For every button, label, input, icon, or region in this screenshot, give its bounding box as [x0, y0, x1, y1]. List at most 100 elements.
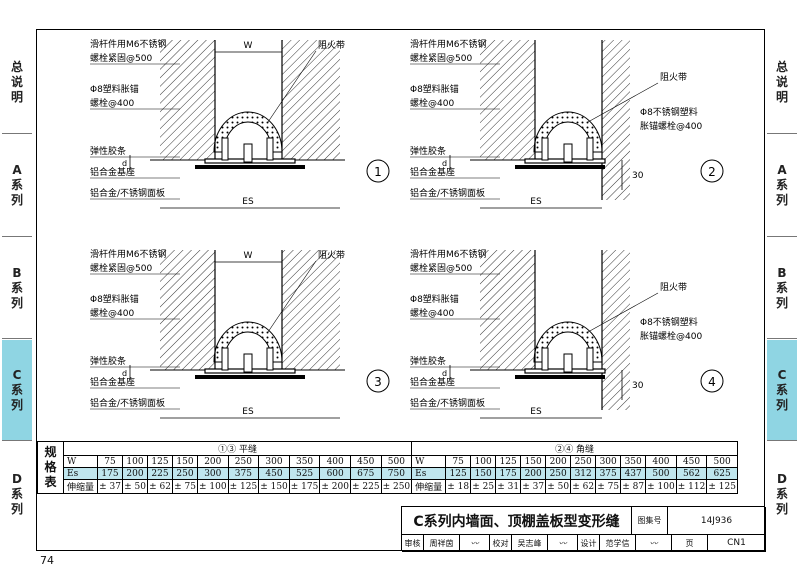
side-tab-label: A系列: [775, 162, 788, 207]
spec-cell: ± 112: [675, 479, 708, 494]
dim-d-label: d: [442, 369, 447, 378]
spec-cell: 100: [122, 455, 148, 468]
design-signature: 〰: [636, 535, 672, 552]
spec-row-name: 伸缩量: [63, 479, 98, 494]
spec-cell: ± 50: [122, 479, 148, 494]
side-tab-separator: [2, 440, 32, 441]
spec-table-label: 规格表: [37, 441, 64, 494]
spec-cell: 125: [495, 455, 522, 468]
leader-line-fire: [267, 50, 317, 123]
side-tab-right-4[interactable]: D系列: [767, 442, 797, 546]
spec-cell: 450: [258, 467, 290, 480]
side-tab-label: B系列: [775, 265, 788, 310]
side-tab-left-1[interactable]: A系列: [2, 135, 32, 235]
spec-cell: ± 87: [620, 479, 647, 494]
slide-bolt: [243, 353, 253, 373]
side-tab-right-3[interactable]: C系列: [767, 340, 797, 440]
dim-d-label: d: [122, 159, 127, 168]
spec-cell: 75: [97, 455, 123, 468]
spec-cell: ± 37: [97, 479, 123, 494]
anchor-bolt: [586, 137, 594, 161]
label-slide-bolt: 滑杆件用M6不锈钢: [410, 248, 487, 260]
dim-es-label: ES: [530, 197, 542, 207]
spec-row-name: Es: [63, 467, 98, 480]
cover-panel: [515, 165, 605, 169]
spec-cell: 500: [706, 455, 738, 468]
check-signature: 〰: [548, 535, 578, 552]
label-anchor-spacing: 螺栓@400: [410, 307, 454, 319]
label-base: 铝合金基座: [410, 376, 455, 388]
label-anchor: Φ8塑料胀锚: [410, 293, 459, 305]
label-slide-bolt: 滑杆件用M6不锈钢: [90, 248, 167, 260]
spec-row-name: W: [63, 455, 98, 468]
label-slide-bolt: 滑杆件用M6不锈钢: [410, 38, 487, 50]
spec-cell: 225: [147, 467, 173, 480]
spec-cell: ± 50: [545, 479, 572, 494]
page-number: 74: [40, 554, 54, 567]
spec-cell: ± 225: [349, 479, 382, 494]
dim-es-label: ES: [242, 197, 254, 207]
spec-row-name: 伸缩量: [411, 479, 447, 494]
spec-cell: 750: [380, 467, 413, 480]
label-rubber-strip: 弹性胶条: [90, 355, 126, 367]
spec-cell: 375: [227, 467, 260, 480]
dim-30-label: 30: [632, 171, 644, 181]
detail-number: 4: [708, 375, 716, 389]
side-tab-left-4[interactable]: D系列: [2, 442, 32, 546]
label-slide-spacing: 螺栓紧固@500: [90, 52, 152, 64]
design-name: 范学信: [600, 535, 636, 552]
detail-number: 3: [374, 375, 382, 389]
side-tab-left-2[interactable]: B系列: [2, 238, 32, 338]
side-tab-left-3[interactable]: C系列: [2, 340, 32, 440]
label-base: 铝合金基座: [410, 166, 455, 178]
check-label: 校对: [490, 535, 512, 552]
spec-cell: ± 125: [706, 479, 738, 494]
spec-cell: 175: [495, 467, 522, 480]
label-panel: 铝合金/不锈钢面板: [90, 187, 165, 199]
side-tab-separator: [767, 338, 797, 339]
atlas-number: 14J936: [668, 507, 766, 535]
label-anchor: Φ8塑料胀锚: [410, 83, 459, 95]
spec-cell: 100: [470, 455, 497, 468]
review-signature: 〰: [460, 535, 490, 552]
label-slide-bolt: 滑杆件用M6不锈钢: [90, 38, 167, 50]
side-tab-left-0[interactable]: 总说明: [2, 32, 32, 132]
dim-es-label: ES: [242, 407, 254, 417]
spec-cell: 250: [172, 467, 198, 480]
side-tab-right-0[interactable]: 总说明: [767, 32, 797, 132]
spec-cell: ± 175: [288, 479, 321, 494]
label-fire-barrier: 阻火带: [660, 72, 687, 83]
detail-3: WESd滑杆件用M6不锈钢螺栓紧固@500Φ8塑料胀锚螺栓@400弹性胶条铝合金…: [90, 248, 390, 419]
spec-cell: 400: [319, 455, 351, 468]
spec-cell: 500: [645, 467, 677, 480]
left-slab: [480, 40, 535, 160]
spec-cell: 125: [147, 455, 173, 468]
dim-30-label: 30: [632, 381, 644, 391]
label-side-anchor: Φ8不锈钢塑料: [640, 316, 698, 328]
left-slab: [160, 250, 215, 370]
spec-cell: 250: [227, 455, 260, 468]
side-tab-label: C系列: [775, 367, 788, 412]
right-slab: [282, 40, 340, 160]
detail-number: 1: [374, 165, 382, 179]
label-base: 铝合金基座: [90, 376, 135, 388]
detail-number-circle: [700, 369, 724, 393]
spec-cell: 450: [675, 455, 708, 468]
left-slab: [480, 250, 535, 370]
label-rubber-strip: 弹性胶条: [90, 145, 126, 157]
leader-line-fire: [587, 82, 659, 123]
page-value: CN1: [708, 535, 766, 552]
spec-cell: ± 31: [495, 479, 522, 494]
side-tab-right-2[interactable]: B系列: [767, 238, 797, 338]
slide-bolt: [563, 353, 573, 373]
cover-panel: [195, 165, 305, 169]
side-tab-separator: [767, 133, 797, 134]
label-slide-spacing: 螺栓紧固@500: [90, 262, 152, 274]
spec-cell: ± 75: [595, 479, 622, 494]
detail-number-circle: [700, 159, 724, 183]
spec-cell: 150: [172, 455, 198, 468]
design-label: 设计: [578, 535, 600, 552]
side-tab-right-1[interactable]: A系列: [767, 135, 797, 235]
label-side-anchor-spacing: 胀锚螺栓@400: [640, 330, 702, 342]
